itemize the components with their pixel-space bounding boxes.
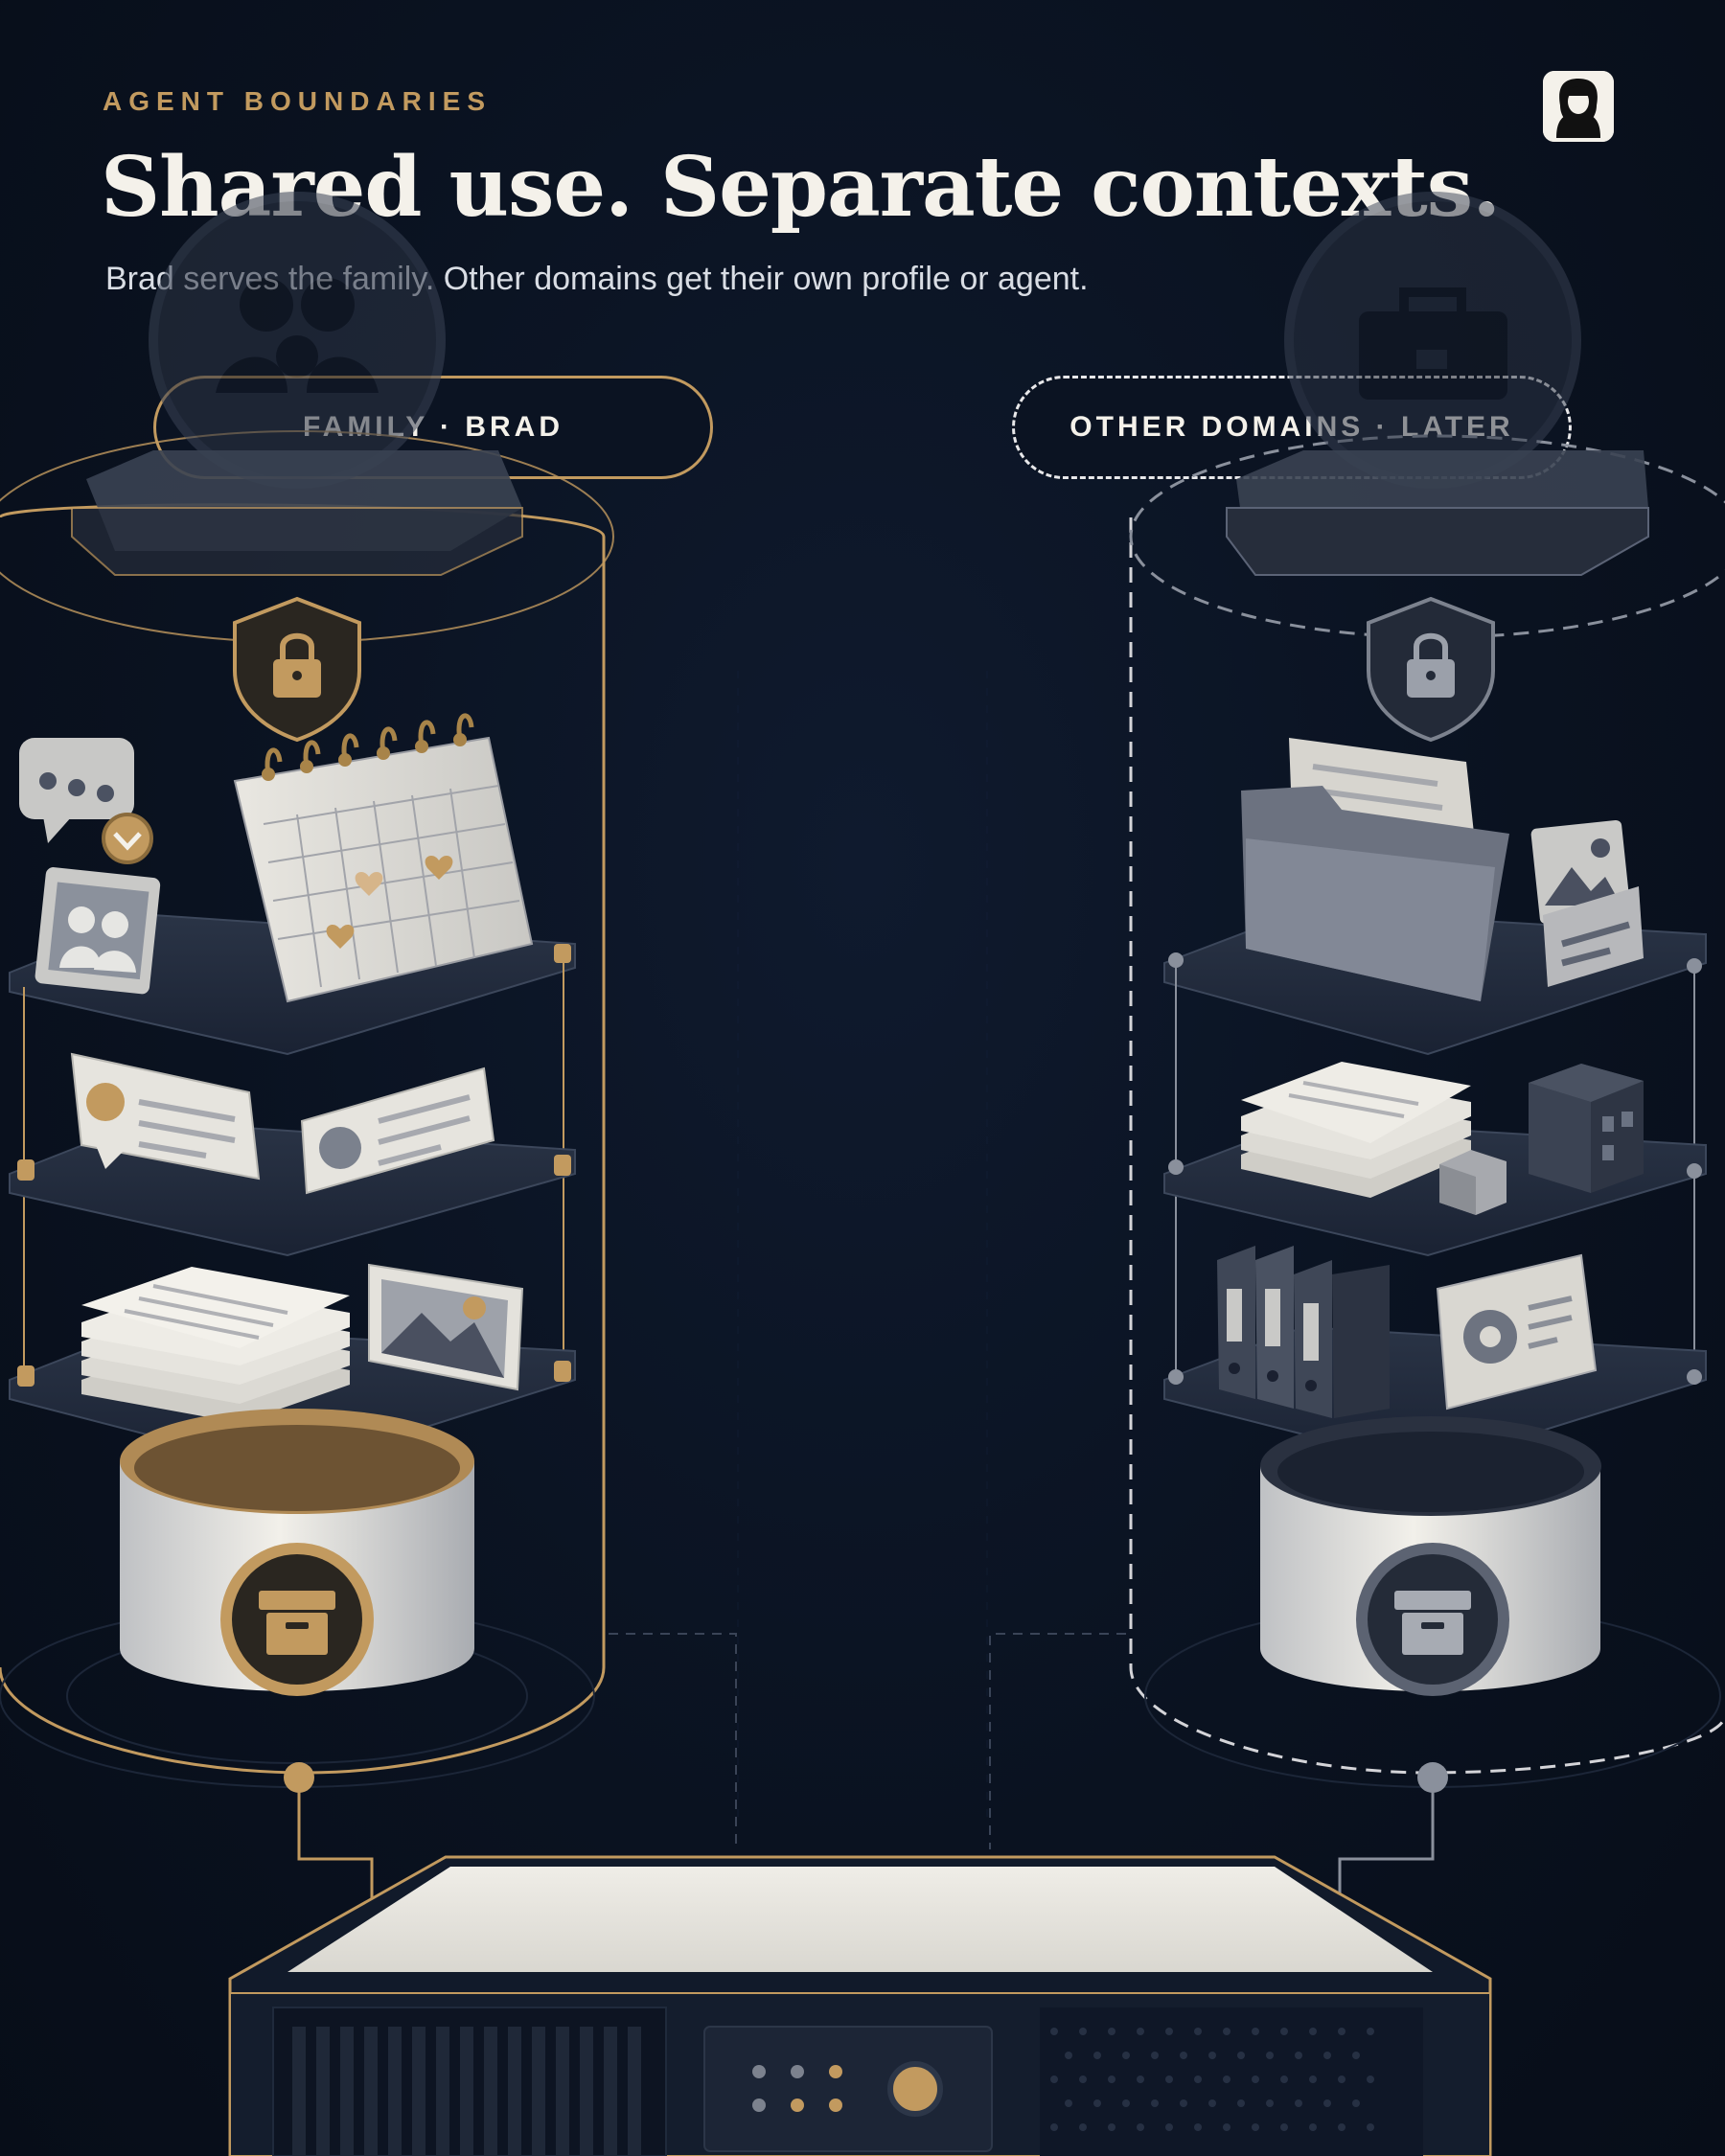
report-card-icon xyxy=(1436,1253,1598,1411)
message-card-icon xyxy=(300,1067,495,1195)
image-card-icon xyxy=(1530,819,1644,987)
message-card-icon xyxy=(70,1052,261,1181)
briefcase-icon xyxy=(1284,192,1581,489)
archive-box-icon xyxy=(1356,1543,1509,1696)
paper-stack-icon xyxy=(1241,1062,1471,1198)
stacked-boxes-icon xyxy=(1529,1064,1644,1193)
folder-icon xyxy=(1241,738,1509,1001)
family-icon xyxy=(149,192,446,489)
archive-box-icon xyxy=(220,1543,374,1696)
document-stack-icon xyxy=(81,1267,350,1423)
avatar-icon xyxy=(1543,71,1614,142)
photo-icon xyxy=(34,867,161,995)
family-column xyxy=(0,192,614,1926)
lock-shield-icon xyxy=(1367,596,1495,743)
landscape-photo-icon xyxy=(368,1263,524,1391)
calendar-icon xyxy=(233,713,534,1003)
other-domains-column xyxy=(1129,192,1725,1926)
binders-icon xyxy=(1217,1246,1390,1418)
eyebrow-label: AGENT BOUNDARIES xyxy=(103,86,493,116)
server-icon xyxy=(228,1855,1492,2156)
chat-bubble-icon xyxy=(19,738,153,864)
avatar-badge xyxy=(1543,71,1614,142)
lock-shield-icon xyxy=(233,596,361,743)
cube-icon xyxy=(1439,1150,1506,1215)
